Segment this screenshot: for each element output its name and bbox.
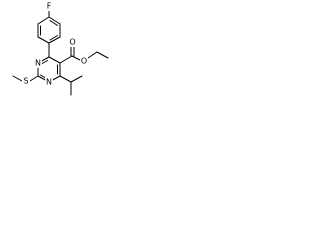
sulfur-label: S bbox=[23, 77, 28, 86]
bond bbox=[37, 16, 50, 25]
carbonyl-oxygen-label: O bbox=[69, 38, 75, 47]
bond bbox=[37, 36, 50, 44]
bond bbox=[70, 75, 83, 83]
bond bbox=[48, 36, 61, 44]
isopropyl-group bbox=[59, 75, 83, 96]
fluorine-label: F bbox=[47, 2, 52, 11]
ethyl-ester-group bbox=[59, 44, 109, 64]
double-bond-inner bbox=[49, 35, 58, 41]
bond bbox=[71, 55, 81, 61]
bond bbox=[59, 55, 73, 64]
bond bbox=[29, 75, 39, 82]
bond bbox=[96, 51, 109, 59]
ester-oxygen-label: O bbox=[81, 57, 87, 66]
bond bbox=[59, 75, 72, 83]
double-bond-inner bbox=[49, 20, 58, 26]
fluorophenyl-ring bbox=[37, 16, 61, 44]
ring-nitrogen-bottom-label: N bbox=[46, 78, 52, 87]
ring-nitrogen-left-label: N bbox=[35, 59, 41, 68]
molecule-structure-diagram: F O O N N S bbox=[12, 1, 109, 96]
bond bbox=[48, 56, 61, 64]
bond bbox=[87, 51, 98, 59]
bond bbox=[12, 75, 23, 82]
methylthio-group bbox=[12, 75, 39, 82]
bond bbox=[48, 16, 61, 25]
